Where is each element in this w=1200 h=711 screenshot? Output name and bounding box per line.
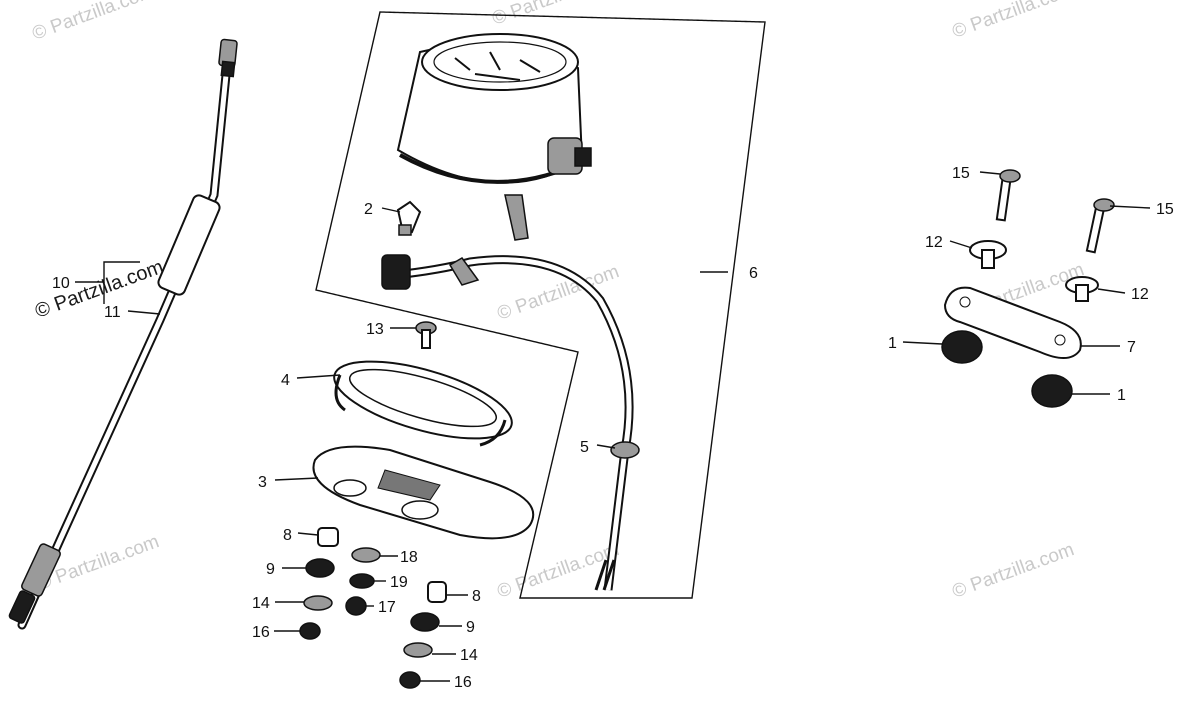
hardware-left (299, 527, 381, 640)
callout-6: 6 (749, 265, 758, 282)
callout-13: 13 (366, 321, 384, 338)
callout-8: 8 (283, 527, 292, 544)
callout-17: 17 (378, 599, 396, 616)
callout-11: 11 (104, 304, 121, 321)
callout-14: 14 (460, 647, 478, 664)
watermark: © Partzilla.com (950, 539, 1077, 603)
speedometer-head (396, 33, 592, 241)
case-bottom (312, 445, 535, 540)
callout-18: 18 (400, 549, 418, 566)
callout-9: 9 (266, 561, 275, 578)
wire-harness (381, 254, 640, 591)
watermark: © Partzilla.com (950, 0, 1077, 43)
callout-4: 4 (281, 372, 290, 389)
callout-labels: 6 2 3 4 5 13 8 9 14 16 18 19 17 8 9 14 1… (52, 165, 1174, 691)
screw (415, 321, 437, 349)
hardware-right (399, 581, 447, 689)
callout-16: 16 (252, 624, 270, 641)
bracket-assembly (941, 169, 1115, 408)
callout-16: 16 (454, 674, 472, 691)
assembly-outline (315, 11, 766, 599)
callout-12: 12 (925, 234, 943, 251)
callout-10: 10 (52, 275, 70, 292)
callout-1: 1 (1117, 387, 1126, 404)
callout-2: 2 (364, 201, 373, 218)
callout-7: 7 (1127, 339, 1136, 356)
callout-5: 5 (580, 439, 589, 456)
cover-ring (333, 360, 513, 447)
callout-8: 8 (472, 588, 481, 605)
callout-19: 19 (390, 574, 408, 591)
callout-14: 14 (252, 595, 270, 612)
callout-9: 9 (466, 619, 475, 636)
leader-lines (75, 171, 1151, 682)
callout-15: 15 (952, 165, 970, 182)
callout-1: 1 (888, 335, 897, 352)
indicator-bulb (396, 200, 422, 236)
callout-12: 12 (1131, 286, 1149, 303)
callout-3: 3 (258, 474, 267, 491)
callout-15: 15 (1156, 201, 1174, 218)
speedometer-cable (8, 38, 238, 630)
watermark: © Partzilla.com (30, 0, 157, 45)
